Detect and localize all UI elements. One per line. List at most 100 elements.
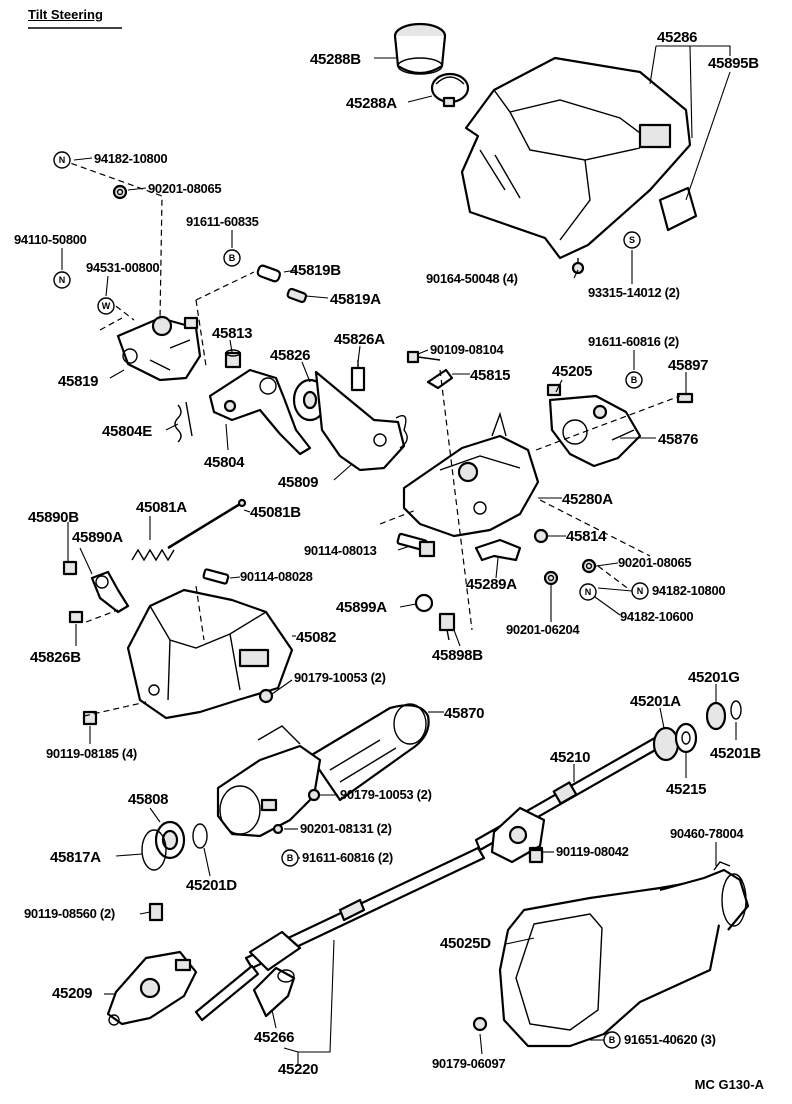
part-45895B-pad[interactable] bbox=[658, 186, 698, 232]
part-45897-bolt[interactable] bbox=[676, 392, 694, 404]
part-45819A-pin[interactable] bbox=[286, 287, 308, 304]
part-45288B-ring[interactable] bbox=[393, 22, 447, 75]
part-90114-08013-bolt[interactable] bbox=[396, 532, 436, 558]
part-45288A-cap[interactable] bbox=[430, 72, 470, 108]
label-45266: 45266 bbox=[254, 1029, 294, 1046]
label-45813: 45813 bbox=[212, 325, 252, 342]
part-90201-08065-washer-top[interactable] bbox=[112, 184, 128, 200]
part-90179-10053-nut-top[interactable] bbox=[258, 688, 274, 704]
label-45808: 45808 bbox=[128, 791, 168, 808]
part-45817A-ring[interactable] bbox=[141, 829, 167, 871]
label-45890B: 45890B bbox=[28, 509, 79, 526]
part-45201G-bearing[interactable] bbox=[705, 701, 727, 731]
part-45890A-lever[interactable] bbox=[90, 570, 130, 614]
label-45899A: 45899A bbox=[336, 599, 387, 616]
part-45289A-clip[interactable] bbox=[474, 538, 522, 562]
part-90164-50048-screw[interactable] bbox=[571, 258, 585, 275]
label-45025D: 45025D bbox=[440, 935, 491, 952]
label-94110-50800: 94110-50800 bbox=[14, 232, 87, 247]
part-90114-08028-bolt[interactable] bbox=[202, 568, 230, 585]
part-45220-intermediate-shaft[interactable] bbox=[194, 846, 486, 1022]
part-45813-bushing[interactable] bbox=[224, 349, 242, 369]
label-45201B: 45201B bbox=[710, 745, 761, 762]
part-45870-housing[interactable] bbox=[216, 725, 322, 838]
label-45826: 45826 bbox=[270, 347, 310, 364]
label-91611-60816-top: 91611-60816 (2) bbox=[588, 334, 679, 349]
part-90201-08065-washer-mid[interactable] bbox=[581, 558, 597, 574]
part-45898B-bolt[interactable] bbox=[438, 612, 456, 641]
label-45209: 45209 bbox=[52, 985, 92, 1002]
part-90179-06097-nut[interactable] bbox=[472, 1016, 488, 1032]
svg-text:N: N bbox=[59, 275, 66, 285]
symbol-w-94531: W bbox=[97, 297, 115, 315]
label-90119-08042: 90119-08042 bbox=[556, 844, 629, 859]
svg-text:N: N bbox=[59, 155, 66, 165]
label-45819B: 45819B bbox=[290, 262, 341, 279]
label-90179-10053-top: 90179-10053 (2) bbox=[294, 670, 386, 685]
symbol-n-top: N bbox=[53, 151, 71, 169]
label-45289A: 45289A bbox=[466, 576, 517, 593]
part-45809-plate[interactable] bbox=[314, 370, 408, 472]
svg-text:S: S bbox=[629, 235, 635, 245]
label-90201-06204: 90201-06204 bbox=[506, 622, 580, 637]
symbol-b-91651: B bbox=[603, 1031, 621, 1049]
svg-text:N: N bbox=[585, 587, 592, 597]
part-45201B-snap-ring[interactable] bbox=[730, 700, 742, 720]
part-90119-08560-bolt[interactable] bbox=[148, 902, 164, 922]
label-45215: 45215 bbox=[666, 781, 706, 798]
label-45870: 45870 bbox=[444, 705, 484, 722]
part-45286-column-cover[interactable] bbox=[460, 56, 692, 260]
label-90114-08028: 90114-08028 bbox=[240, 569, 313, 584]
symbol-b-91611-60835: B bbox=[223, 249, 241, 267]
part-45826B-bolt[interactable] bbox=[68, 610, 84, 624]
part-45025D-dust-boot[interactable] bbox=[498, 861, 750, 1048]
label-90201-08065-top: 90201-08065 bbox=[148, 181, 221, 196]
part-45209-lower-joint[interactable] bbox=[106, 950, 198, 1026]
part-45081B-rod[interactable] bbox=[167, 498, 247, 550]
label-45201G: 45201G bbox=[688, 669, 740, 686]
part-45804-lever[interactable] bbox=[208, 368, 312, 456]
label-45819: 45819 bbox=[58, 373, 98, 390]
part-45870-column-tube[interactable] bbox=[308, 703, 430, 802]
part-45201D-snap-ring[interactable] bbox=[192, 823, 208, 849]
part-90201-08131-washer[interactable] bbox=[272, 823, 284, 835]
part-45814-bushing[interactable] bbox=[533, 528, 549, 544]
label-90179-06097: 90179-06097 bbox=[432, 1056, 505, 1071]
symbol-n-94110: N bbox=[53, 271, 71, 289]
part-45082-column-bracket[interactable] bbox=[126, 588, 294, 720]
part-45205-bolt[interactable] bbox=[546, 383, 562, 397]
symbol-b-91611-60816-top: B bbox=[625, 371, 643, 389]
part-90201-06204-washer[interactable] bbox=[543, 570, 559, 586]
part-45266-sleeve[interactable] bbox=[252, 966, 296, 1018]
symbol-s-93315: S bbox=[623, 231, 641, 249]
label-45815: 45815 bbox=[470, 367, 510, 384]
label-91611-60816-bot: 91611-60816 (2) bbox=[302, 850, 393, 865]
label-45286: 45286 bbox=[657, 29, 697, 46]
part-90109-08104-bolt[interactable] bbox=[406, 350, 441, 364]
part-90119-08042-bolt[interactable] bbox=[528, 848, 544, 864]
label-45826B: 45826B bbox=[30, 649, 81, 666]
part-45899A-bushing[interactable] bbox=[414, 593, 434, 613]
diagram-heading: Tilt Steering bbox=[28, 7, 103, 22]
part-45826A-pawl[interactable] bbox=[350, 360, 366, 392]
part-45890B-bolt[interactable] bbox=[62, 560, 78, 576]
svg-text:B: B bbox=[287, 853, 294, 863]
part-45804E-spring[interactable] bbox=[174, 401, 193, 443]
part-45215-ring[interactable] bbox=[674, 722, 698, 754]
part-45081A-spring[interactable] bbox=[131, 548, 175, 562]
part-45280A-housing[interactable] bbox=[402, 411, 540, 538]
label-45288B: 45288B bbox=[310, 51, 361, 68]
label-45809: 45809 bbox=[278, 474, 318, 491]
part-90179-10053-nut-bot[interactable] bbox=[307, 788, 321, 802]
label-45220: 45220 bbox=[278, 1061, 318, 1078]
part-45819B-pin[interactable] bbox=[256, 264, 282, 283]
part-45876-bracket[interactable] bbox=[548, 394, 642, 468]
label-90164-50048: 90164-50048 (4) bbox=[426, 271, 518, 286]
part-45808-bearing[interactable] bbox=[154, 820, 186, 860]
label-90109-08104: 90109-08104 bbox=[430, 342, 504, 357]
label-45210: 45210 bbox=[550, 749, 590, 766]
label-45890A: 45890A bbox=[72, 529, 123, 546]
part-45819-bracket[interactable] bbox=[116, 315, 202, 382]
part-45201A-bearing[interactable] bbox=[652, 726, 680, 762]
